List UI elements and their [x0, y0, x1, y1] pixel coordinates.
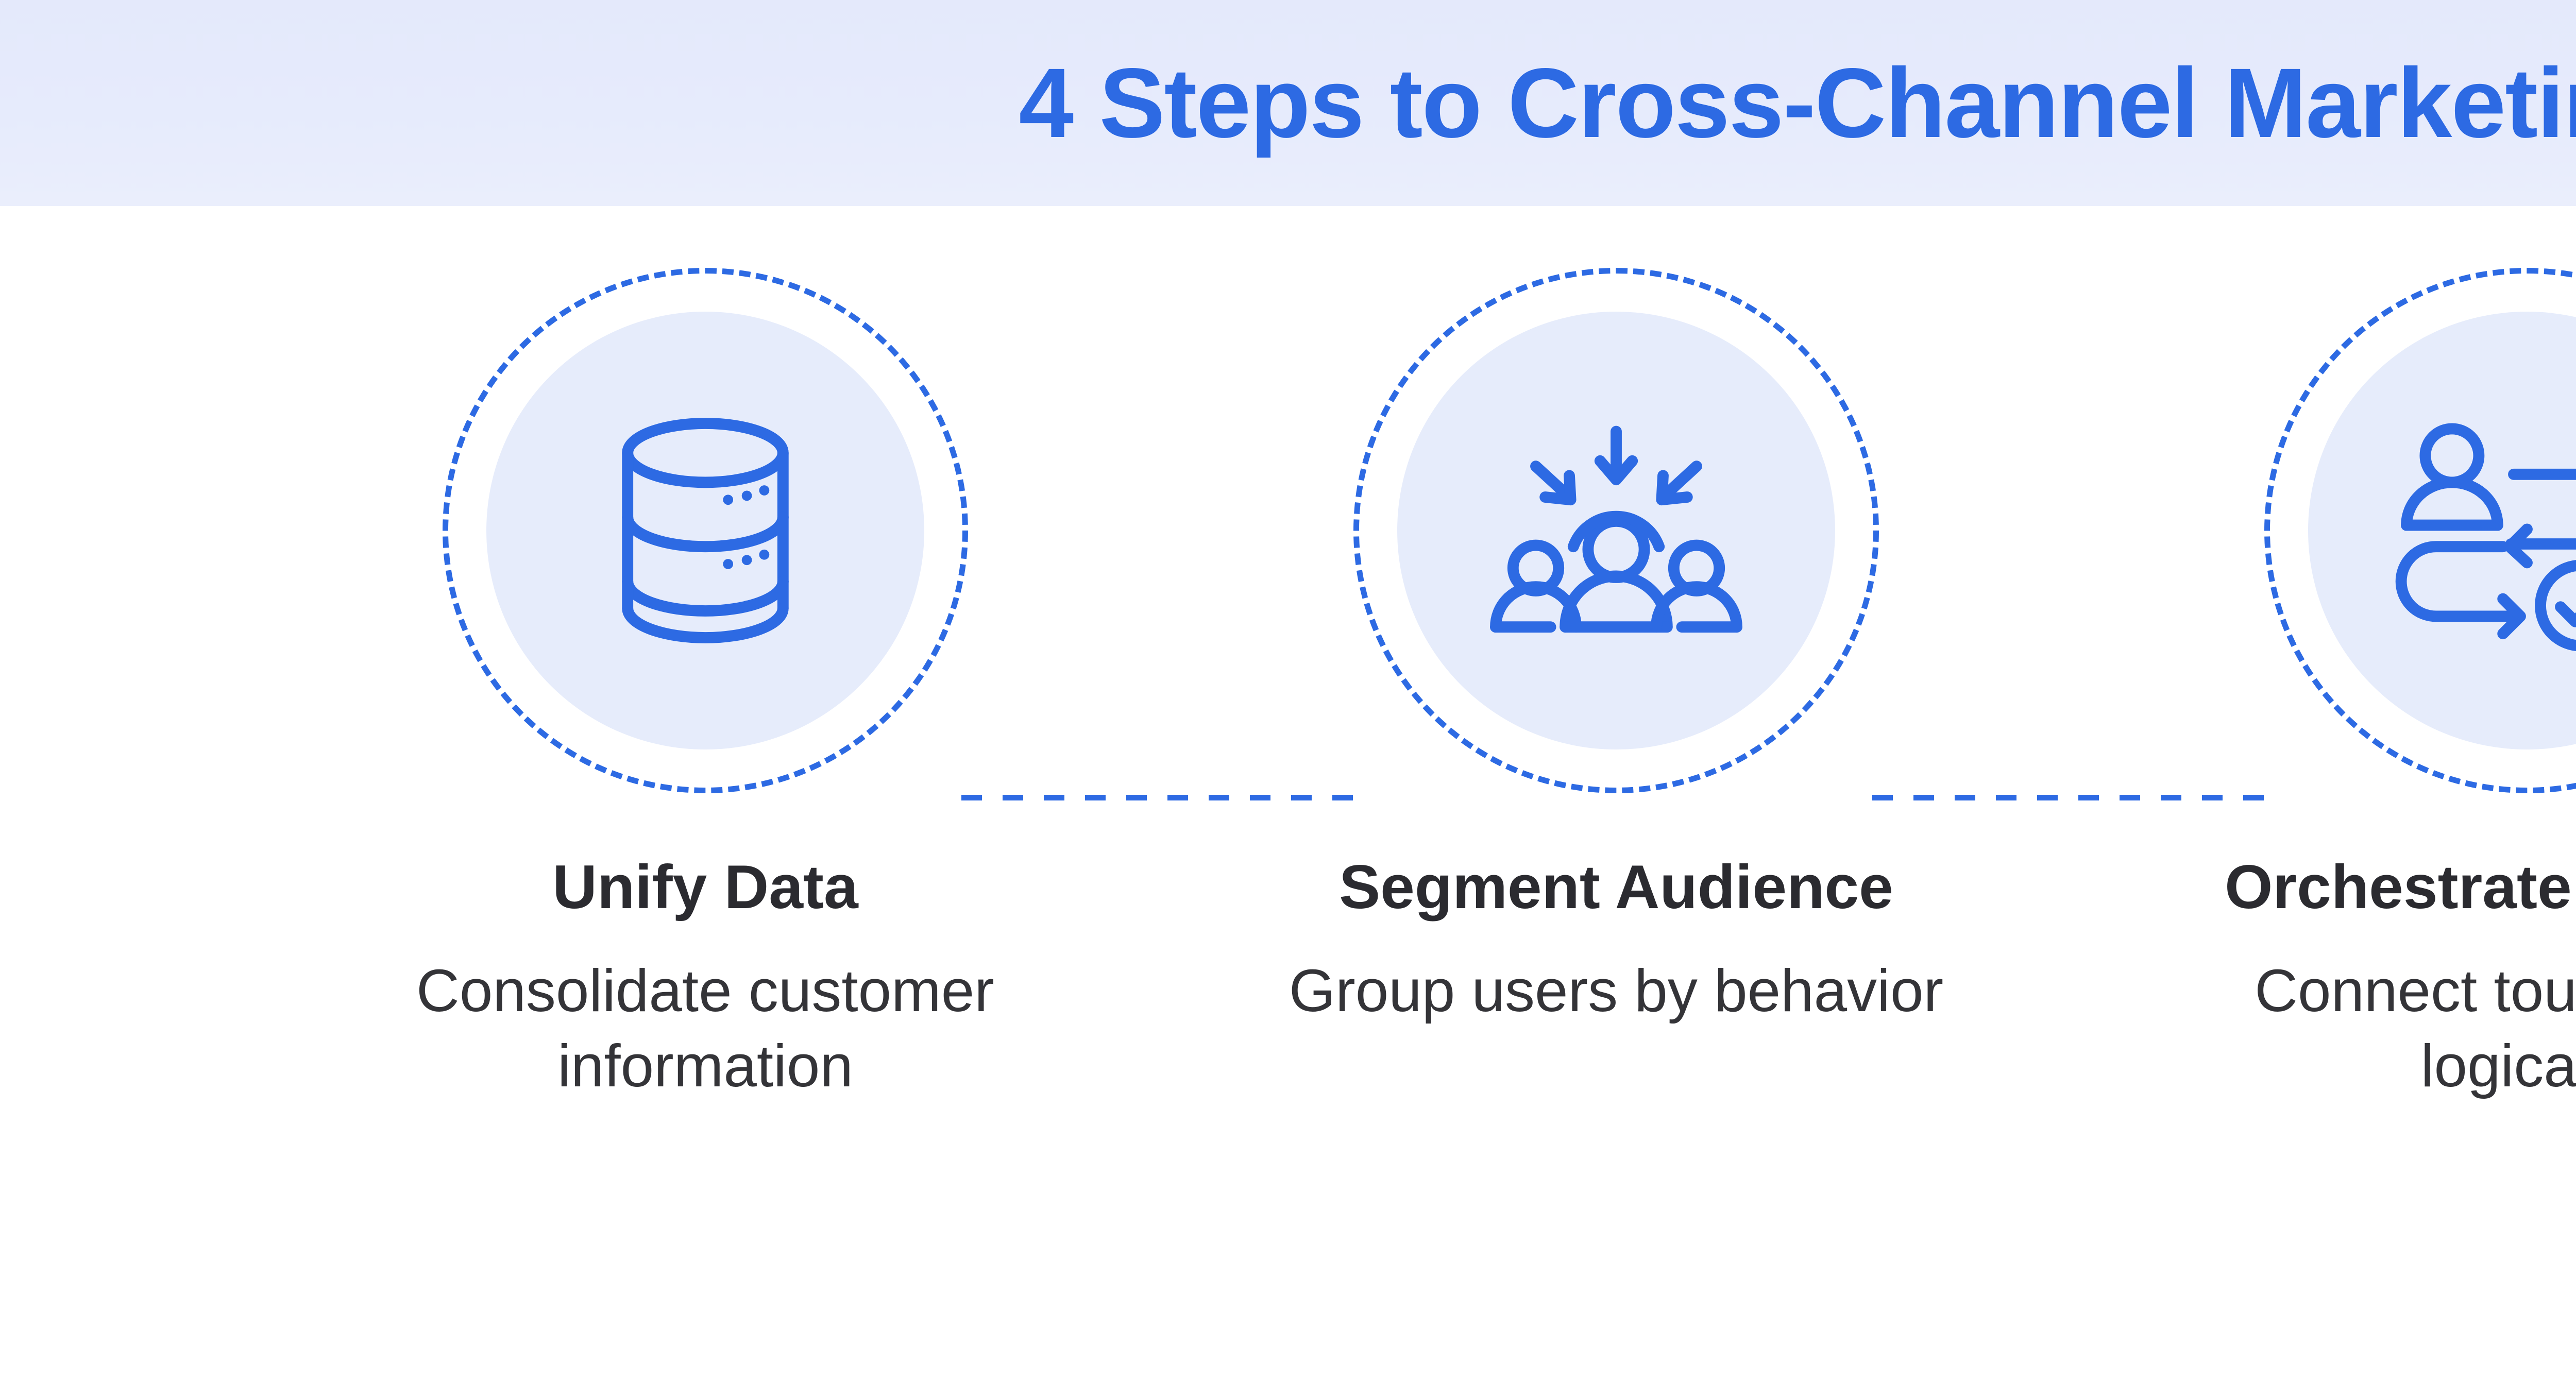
database-icon	[622, 418, 789, 643]
icon-disc	[1397, 312, 1835, 749]
step-badge	[1353, 268, 1879, 793]
dashed-ring	[443, 268, 968, 793]
step-badge	[2264, 268, 2576, 793]
icon-disc	[486, 312, 924, 749]
step-item-segment-audience: Segment Audience Group users by behavior	[1161, 206, 2072, 1028]
step-title: Unify Data	[552, 853, 858, 922]
step-title: Segment Audience	[1339, 853, 1893, 922]
step-item-orchestrate-journey: Orchestrate Journey Connect touchpoints …	[2072, 206, 2576, 1103]
step-title: Orchestrate Journey	[2225, 853, 2576, 922]
step-item-unify-data: Unify Data Consolidate customer informat…	[250, 206, 1161, 1103]
step-badge	[443, 268, 968, 793]
dashed-ring	[1353, 268, 1879, 793]
page-title: 4 Steps to Cross-Channel Marketing Succe…	[1019, 47, 2576, 158]
step-description: Connect touchpoints logically	[2255, 957, 2576, 1099]
audience-target-icon	[1490, 425, 1742, 633]
connector-step2-step3	[1872, 795, 2284, 800]
steps-row: Unify Data Consolidate customer informat…	[0, 206, 2576, 1381]
step-description: Group users by behavior	[1289, 957, 1944, 1024]
journey-flow-icon	[2395, 423, 2576, 652]
header-band: 4 Steps to Cross-Channel Marketing Succe…	[0, 0, 2576, 206]
step-description: Consolidate customer information	[416, 957, 994, 1099]
infographic-stage: Unify Data Consolidate customer informat…	[0, 206, 2576, 1381]
connector-step1-step2	[961, 795, 1374, 800]
